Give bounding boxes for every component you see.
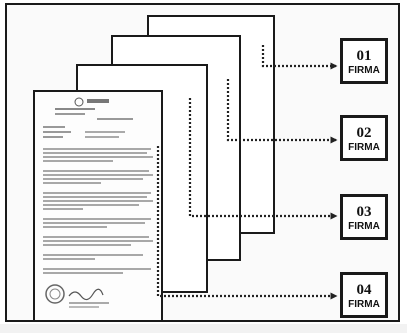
document-text-content	[43, 97, 153, 308]
firma-number: 04	[356, 282, 372, 298]
firma-box-01: 01 FIRMA	[340, 38, 388, 84]
firma-number: 02	[356, 125, 372, 141]
document-page-4-front	[33, 90, 163, 322]
firma-label: FIRMA	[348, 221, 380, 232]
firma-box-04: 04 FIRMA	[340, 272, 388, 318]
firma-number: 01	[356, 48, 372, 64]
letterhead-seal-icon	[74, 97, 84, 107]
firma-label: FIRMA	[348, 142, 380, 153]
bottom-margin	[0, 324, 407, 333]
letterhead-text-icon	[87, 99, 109, 103]
firma-number: 03	[356, 204, 372, 220]
firma-box-03: 03 FIRMA	[340, 194, 388, 240]
handwritten-signature-icon	[68, 288, 104, 301]
firma-box-02: 02 FIRMA	[340, 115, 388, 161]
firma-label: FIRMA	[348, 65, 380, 76]
firma-label: FIRMA	[348, 299, 380, 310]
official-stamp-icon	[45, 284, 65, 304]
